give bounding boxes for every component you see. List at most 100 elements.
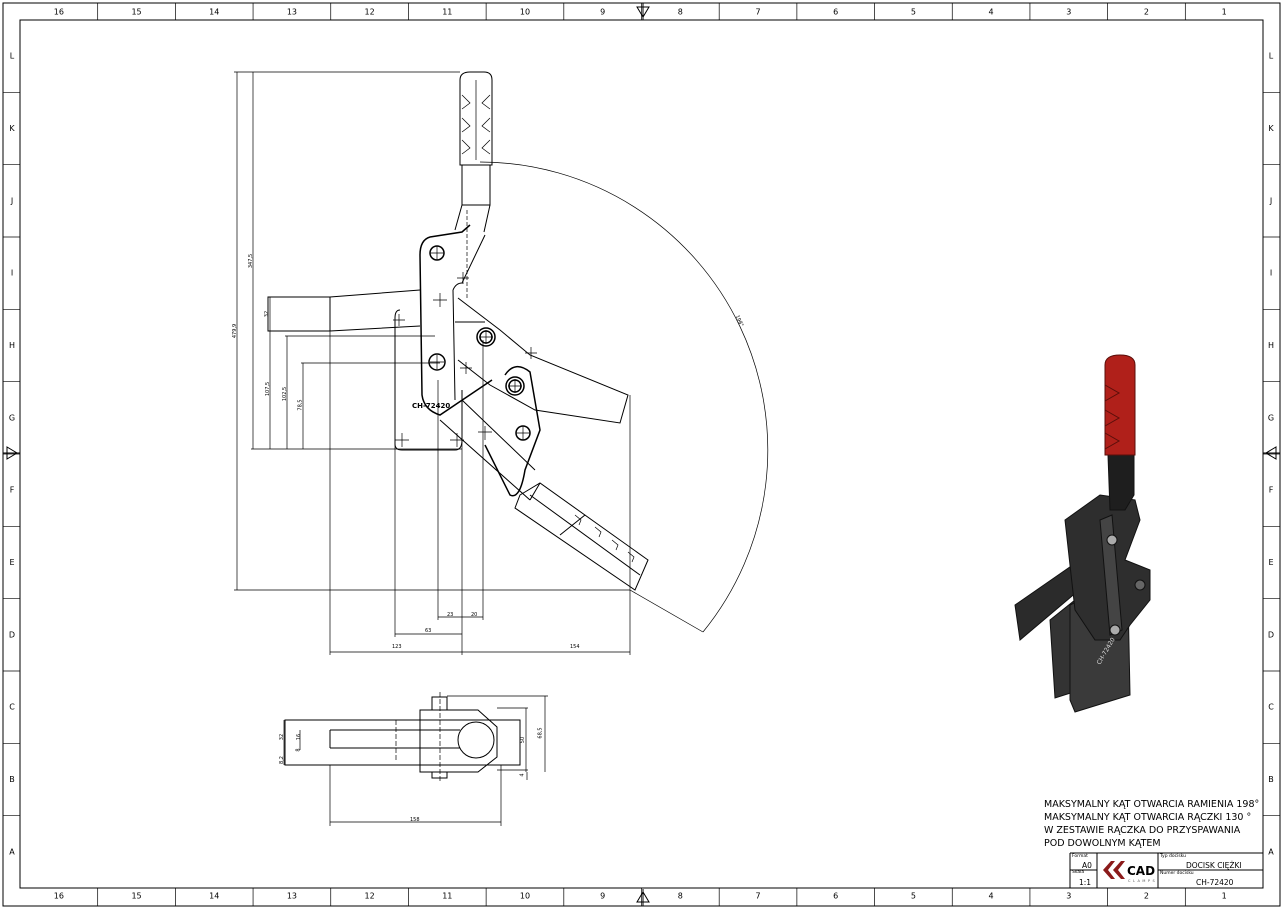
zone-label: I [1270,269,1272,278]
dim-bv-16: 16 [296,733,303,741]
front-view [234,71,769,655]
dim-bv-32: 32 [279,733,286,741]
zone-label: D [9,630,15,639]
notes: MAKSYMALNY KĄT OTWARCIA RAMIENIA 198° MA… [1044,798,1259,850]
dim-123: 123 [392,644,402,650]
zone-label: 10 [520,8,530,17]
note-line: W ZESTAWIE RĄCZKA DO PRZYSPAWANIA [1044,825,1241,836]
zone-label: 3 [1066,892,1071,901]
zone-label: K [1268,124,1274,133]
dim-63: 63 [425,628,432,634]
dim-bv-4: 4 [519,773,526,777]
isometric-view: CH-72420 [1014,354,1151,713]
zone-label: G [9,413,15,422]
zone-label: 6 [833,8,838,17]
zone-label: J [10,196,13,205]
zone-label: 8 [678,892,683,901]
zone-label: 2 [1144,892,1149,901]
zone-label: 13 [287,892,297,901]
zone-label: 6 [833,892,838,901]
svg-text:CAD: CAD [1127,864,1155,878]
zone-label: E [1268,558,1273,567]
zone-label: 3 [1066,8,1071,17]
opening-angle-arc [479,161,769,633]
format-value: A0 [1082,861,1092,870]
zone-label: F [10,486,15,495]
number-value: CH-72420 [1196,878,1234,887]
zone-label: 4 [989,892,994,901]
zone-label: 14 [209,892,219,901]
dim-479-9: 479,9 [232,323,239,339]
zone-labels: 1616151514141313121211111010998877665544… [9,8,1274,901]
zone-label: A [9,847,15,856]
note-line: MAKSYMALNY KĄT OTWARCIA RAMIENIA 198° [1044,799,1260,810]
zone-label: D [1268,630,1274,639]
dim-154: 154 [570,644,580,650]
zone-label: 7 [755,892,760,901]
zone-label: H [9,341,15,350]
zone-label: 10 [520,892,530,901]
zone-label: 1 [1222,892,1227,901]
zone-label: C [9,703,15,712]
zone-label: 15 [131,892,141,901]
zone-label: 15 [131,8,141,17]
note-line: POD DOWOLNYM KĄTEM [1044,838,1161,849]
zone-label: 5 [911,892,916,901]
dim-78-5: 78,5 [297,399,304,411]
cad-clamps-logo: CAD CLAMPS [1103,861,1157,883]
svg-text:CLAMPS: CLAMPS [1128,879,1157,883]
dim-32: 32 [264,310,271,318]
zone-label: 2 [1144,8,1149,17]
dim-bv-8-2: 8,2 [278,756,285,764]
scale-value: 1:1 [1079,878,1092,887]
zone-label: G [1268,413,1274,422]
dim-20: 20 [471,612,478,618]
zone-label: 1 [1222,8,1227,17]
note-line: MAKSYMALNY KĄT OTWARCIA RĄCZKI 130 ° [1044,812,1252,823]
zone-label: L [1269,52,1274,61]
zone-label: 14 [209,8,219,17]
zone-label: 4 [989,8,994,17]
inner-frame [19,19,1264,889]
dim-347-5: 347,5 [248,253,255,269]
zone-label: 13 [287,8,297,17]
title-block-frame [1069,852,1263,888]
zone-label: 12 [365,892,375,901]
zone-label: 5 [911,8,916,17]
zone-label: L [10,52,15,61]
zone-label: F [1269,486,1274,495]
zone-label: 16 [54,892,64,901]
zone-label: 8 [678,8,683,17]
type-value: DOCISK CIĘŻKI [1186,861,1242,870]
number-label: Numer docisku [1160,871,1194,876]
zone-label: 16 [54,8,64,17]
zone-label: C [1268,703,1274,712]
zone-label: E [9,558,14,567]
zone-ticks [3,3,1280,906]
zone-label: 9 [600,8,605,17]
part-label: CH-72420 [412,402,451,410]
dim-23: 23 [447,612,454,618]
dim-bv-158: 158 [410,817,420,823]
zone-label: H [1268,341,1274,350]
zone-label: 11 [442,8,452,17]
zone-label: K [9,124,15,133]
dim-bv-50: 50 [520,736,527,744]
zone-label: 11 [442,892,452,901]
red-handle-grip [1104,354,1136,456]
zone-label: 7 [755,8,760,17]
dim-bv-68-5: 68,5 [537,727,544,739]
dim-102-5: 102,5 [282,386,289,402]
zone-label: B [1268,775,1274,784]
dim-bv-8: 8 [295,748,302,752]
center-markers [3,3,1280,906]
zone-label: J [1269,196,1272,205]
format-label: Format [1072,854,1088,859]
dim-107-5: 107,5 [265,381,272,397]
bottom-view [283,692,548,826]
zone-label: 9 [600,892,605,901]
scale-label: Skala [1072,870,1085,875]
zone-label: 12 [365,8,375,17]
